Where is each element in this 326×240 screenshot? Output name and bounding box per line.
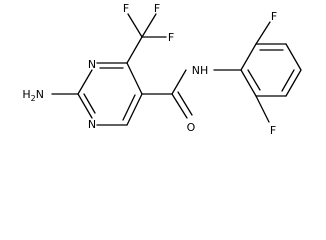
bond-c-f-top-left (127, 13, 143, 38)
atom-nh2-subscript: 2 (31, 94, 36, 103)
bond-c2-n1-inner (83, 93, 96, 114)
atom-f-top-right: F (154, 2, 160, 15)
atom-n-ring-upper: N (88, 58, 96, 71)
atom-f-top-left: F (123, 2, 129, 15)
atom-nh-amide: NH (192, 64, 209, 77)
bond-c5-c4 (126, 62, 143, 95)
bond-c2-n1 (77, 93, 93, 119)
atom-labels: F F F N N H2N NH O F F (22, 2, 277, 137)
atom-f-cf3-right: F (168, 31, 174, 44)
bond-ar4-ar5 (285, 69, 302, 97)
bond-lines (51, 13, 302, 126)
atom-f-aryl-top: F (271, 10, 277, 23)
atom-f-aryl-bottom: F (270, 124, 276, 137)
bond-ar6-ar1-inner (247, 69, 261, 91)
atom-nh2-h: H (22, 88, 30, 101)
bond-carbonyl-o (171, 93, 188, 119)
bond-c6-c5 (126, 93, 143, 126)
bond-cf3-ring (126, 36, 143, 64)
atom-o-carbonyl: O (187, 121, 196, 134)
bond-carbonyl-nh (171, 69, 187, 95)
bond-ar6-f (255, 95, 270, 123)
bond-c6-c5-inner (122, 94, 136, 121)
bond-carbonyl-o-inner (177, 91, 193, 116)
atom-nh2-n: N (36, 88, 44, 101)
atom-n-ring-lower: N (88, 118, 96, 131)
bond-ar6-ar1 (240, 69, 257, 97)
bond-ar3-ar4 (285, 43, 302, 71)
molecule-structure: F F F N N H2N NH O F F (22, 2, 302, 137)
bond-ar1-ar2 (240, 43, 257, 71)
atom-nh2: H2N (22, 88, 44, 103)
bond-ar4-ar5-inner (281, 69, 295, 92)
bond-c-f-top-right (141, 13, 157, 38)
bond-n3-c2 (77, 69, 93, 95)
bond-ar2-f (255, 21, 271, 45)
